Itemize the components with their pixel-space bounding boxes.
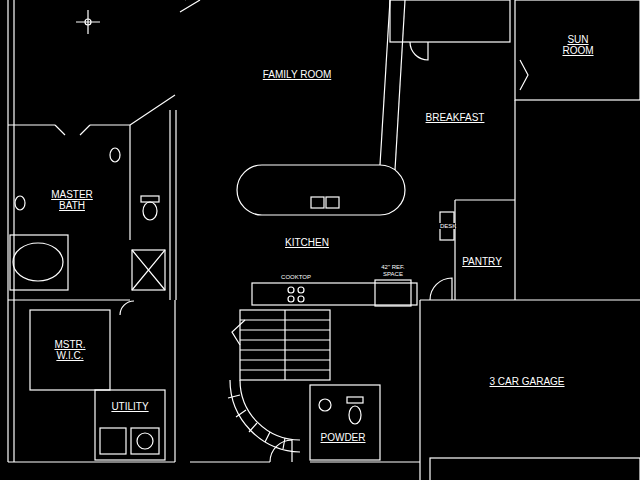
stairs (240, 320, 330, 370)
wall (8, 299, 130, 300)
fixture (131, 428, 159, 454)
wall (13, 0, 14, 462)
counter (252, 283, 417, 305)
counter (288, 296, 294, 302)
counter (375, 280, 411, 306)
wall (169, 110, 170, 300)
kitchen-island (237, 165, 405, 215)
stairs (240, 310, 330, 380)
wall (420, 299, 640, 300)
room-label: BREAKFAST (425, 112, 486, 124)
fixture (349, 406, 361, 424)
wall (380, 0, 390, 165)
room-label: KITCHEN (284, 237, 330, 249)
fixture-note: 42" REF. SPACE (375, 264, 411, 278)
garage-door (430, 458, 640, 480)
stairs (240, 380, 300, 440)
kitchen-island (326, 197, 339, 208)
fixture-note: DESK (439, 223, 455, 230)
fixture (110, 148, 120, 162)
stairs (228, 395, 285, 449)
room-label: SUN ROOM (557, 34, 599, 57)
kitchen-island (311, 197, 324, 208)
fixture (347, 397, 363, 403)
fixture (143, 202, 157, 220)
door-swing (180, 0, 200, 12)
counter (252, 212, 454, 306)
wall (90, 124, 130, 125)
wall (8, 0, 640, 480)
room-label: FAMILY ROOM (262, 69, 333, 81)
door-swing (520, 60, 528, 90)
wall (390, 0, 510, 42)
fixture (15, 196, 25, 210)
wall (174, 300, 175, 462)
wall (129, 125, 130, 240)
door-swing (55, 125, 90, 135)
room-label: MSTR. W.I.C. (41, 339, 99, 362)
ceiling-fan (76, 10, 100, 34)
garage-door (430, 458, 640, 480)
fixture (132, 250, 165, 290)
room-label: PANTRY (461, 256, 503, 268)
fixture (319, 399, 331, 411)
fixture (10, 235, 68, 290)
room-label: MASTER BATH (43, 189, 101, 212)
ceiling-fan (76, 10, 100, 34)
room-label: UTILITY (110, 401, 149, 413)
wall (130, 105, 160, 125)
counter (288, 287, 294, 293)
counter (298, 287, 304, 293)
fixture (141, 196, 159, 202)
wall (8, 461, 175, 462)
fixture (13, 243, 63, 281)
wall (7, 0, 8, 462)
wall (310, 385, 380, 460)
wall (515, 0, 640, 100)
wall (190, 461, 270, 462)
room-label: 3 CAR GARAGE (488, 376, 565, 388)
wall (30, 310, 110, 390)
room-label: POWDER (320, 432, 367, 444)
wall (455, 199, 515, 200)
counter (440, 212, 454, 240)
door-swing (55, 0, 528, 462)
fixture (132, 250, 165, 290)
fixture (137, 433, 153, 449)
wall (95, 390, 165, 460)
fixture (10, 148, 363, 454)
door-swing (430, 278, 452, 300)
wall (8, 124, 55, 125)
fixture-note: COOKTOP (280, 274, 312, 281)
counter (298, 296, 304, 302)
kitchen-island (237, 165, 405, 215)
wall (395, 0, 405, 170)
wall (419, 300, 420, 480)
door-swing (410, 42, 428, 60)
stairs (232, 320, 245, 345)
wall (175, 110, 176, 300)
door-swing (160, 95, 175, 105)
wall (310, 461, 420, 462)
door-swing (120, 301, 134, 315)
fixture (100, 428, 126, 454)
stairs (228, 310, 330, 452)
